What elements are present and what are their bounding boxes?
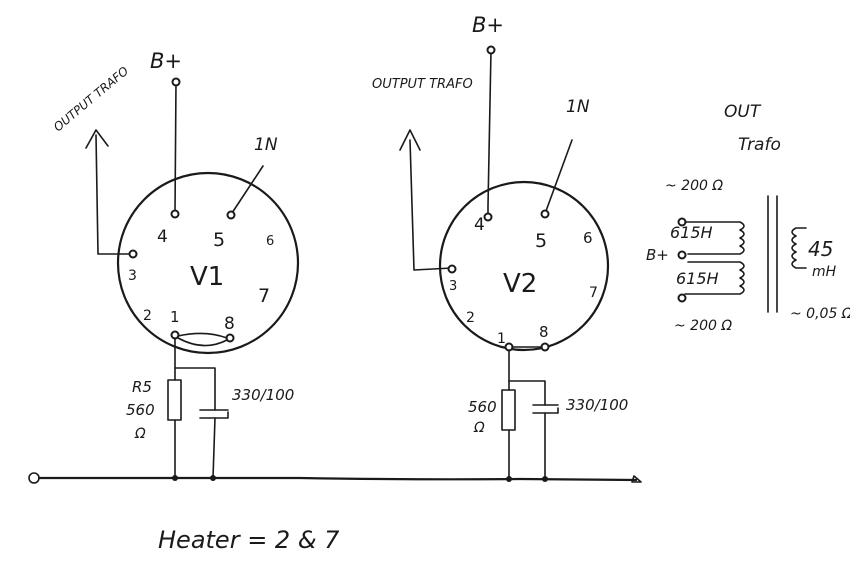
tube-v2-pin-2: 2 xyxy=(466,310,475,326)
tube-v2-plate-lead xyxy=(487,49,492,216)
secondary-inductance-unit: mH xyxy=(812,264,837,280)
primary-top-inductance: 615H xyxy=(670,223,713,242)
tube-v2-input-label: 1N xyxy=(566,97,590,117)
tube-v2-pin-7: 7 xyxy=(589,285,598,301)
tube-v2-pin-1: 1 xyxy=(497,331,506,347)
tube-v1-cathode-resistor xyxy=(167,379,182,421)
tube-v1-pin-2: 2 xyxy=(143,308,152,324)
tube-v2-pin-4: 4 xyxy=(474,215,485,235)
tube-v2-cathode-resistor xyxy=(501,389,516,431)
transformer-core xyxy=(767,195,778,313)
tube-v1-input-label: 1N xyxy=(254,135,278,155)
tube-v2-resistor-value: 560 xyxy=(468,398,497,416)
tube-v1-pin-7: 7 xyxy=(258,285,270,307)
tube-v1-cap-value: 330/100 xyxy=(232,386,294,404)
center-tap-label: B+ xyxy=(646,246,669,264)
primary-bottom-resistance: ~ 200 Ω xyxy=(674,318,732,334)
tube-v1-resistor-ref: R5 xyxy=(132,378,152,396)
tube-v2-pin-8: 8 xyxy=(539,323,549,341)
tube-v1-resistor-unit: Ω xyxy=(134,426,146,442)
tube-v1-bplus-label: B+ xyxy=(150,49,182,73)
tube-v1-pin-5: 5 xyxy=(213,229,225,251)
tube-v1-pin-3: 3 xyxy=(128,268,137,284)
tube-v2-envelope xyxy=(438,180,610,352)
secondary-winding xyxy=(791,227,807,269)
tube-v1-envelope xyxy=(116,171,300,355)
output-trafo-detail: OUT Trafo ~ 200 Ω 615H B+ 615H ~ 200 Ω 4… xyxy=(646,102,850,334)
output-trafo-title-line2: Trafo xyxy=(738,135,781,155)
tube-v1-resistor-value: 560 xyxy=(126,401,155,419)
secondary-inductance-value: 45 xyxy=(808,237,833,261)
tube-v2-pin-6: 6 xyxy=(583,229,593,247)
tube-v1-input-lead xyxy=(231,165,264,214)
tube-v2-output-trafo-label: OUTPUT TRAFO xyxy=(372,77,473,92)
heater-note: Heater = 2 & 7 xyxy=(158,526,340,554)
tube-v1-bypass-cap xyxy=(199,409,229,419)
tube-v2-label: V2 xyxy=(503,269,537,299)
tube-v1-pin-4: 4 xyxy=(157,227,168,247)
ground-rail xyxy=(28,472,642,484)
tube-v2-input-lead xyxy=(545,139,573,212)
tube-v1-output-trafo-label: OUTPUT TRAFO xyxy=(51,64,131,134)
tube-v2-pin3-lead xyxy=(409,139,453,271)
primary-bottom-inductance: 615H xyxy=(676,269,719,288)
tube-v2-cap-value: 330/100 xyxy=(566,396,628,414)
tube-v1-pin-8: 8 xyxy=(224,314,235,334)
primary-top-resistance: ~ 200 Ω xyxy=(665,178,723,194)
output-trafo-title-line1: OUT xyxy=(724,102,762,122)
tube-v2-bypass-cap xyxy=(532,404,559,414)
tube-v1-bplus-terminal xyxy=(171,77,181,87)
tube-v1-label: V1 xyxy=(190,262,224,292)
tube-v2-pin-3: 3 xyxy=(449,279,457,294)
tube-v1-pin-1: 1 xyxy=(170,308,180,326)
secondary-resistance: ~ 0,05 Ω xyxy=(790,306,850,322)
tube-v2-bplus-label: B+ xyxy=(472,13,504,37)
tube-v1-pin3-lead xyxy=(95,134,134,255)
tube-v1-plate-lead xyxy=(174,81,177,213)
tube-v2: V2 1 2 3 4 5 6 7 8 B+ OUTPUT TRAFO 1N 56… xyxy=(372,13,628,482)
tube-v2-resistor-unit: Ω xyxy=(473,420,485,436)
primary-winding-bottom xyxy=(684,261,745,295)
primary-winding-top xyxy=(684,221,745,255)
tube-v1-pin-6: 6 xyxy=(266,234,274,249)
tube-v1: V1 1 2 3 4 5 6 7 8 B+ OUTPUT TRAFO 1N R5 xyxy=(51,49,300,481)
tube-v1-pin-4-node xyxy=(170,209,180,219)
tube-v2-pin-5: 5 xyxy=(535,230,547,252)
